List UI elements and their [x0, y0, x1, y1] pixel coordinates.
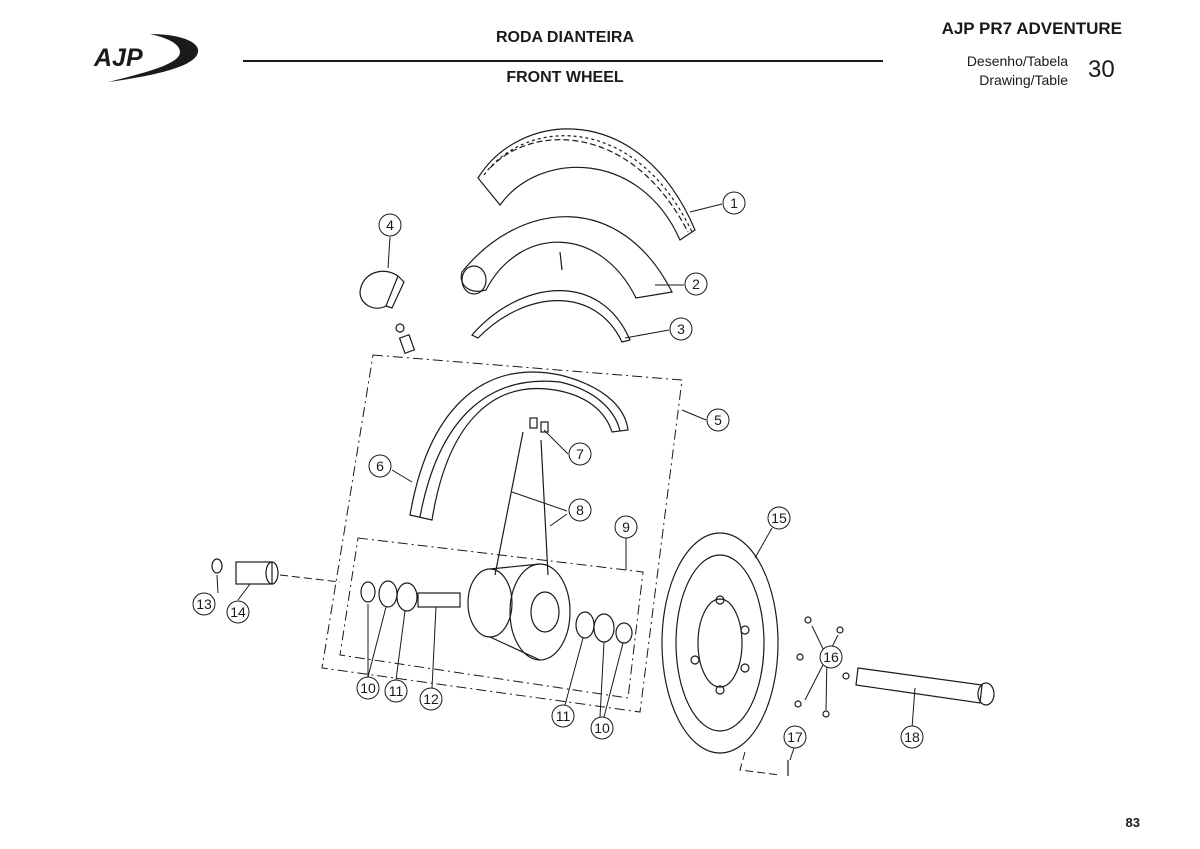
svg-text:8: 8 — [576, 502, 584, 518]
model-name: AJP PR7 ADVENTURE — [941, 19, 1122, 38]
inner-tube-part — [460, 216, 673, 299]
title-divider — [243, 60, 883, 62]
callout-12: 12 — [419, 687, 443, 711]
ajp-logo: AJP — [93, 34, 199, 82]
callout-4: 4 — [378, 213, 402, 237]
page-title-pt: RODA DIANTEIRA — [495, 29, 635, 46]
svg-text:4: 4 — [386, 217, 394, 233]
rim-band-part — [471, 290, 631, 343]
hub-part — [467, 563, 571, 661]
svg-text:18: 18 — [904, 729, 920, 745]
svg-text:9: 9 — [622, 519, 630, 535]
svg-text:10: 10 — [594, 720, 610, 736]
svg-text:10: 10 — [360, 680, 376, 696]
callout-1: 1 — [722, 191, 746, 215]
svg-text:14: 14 — [230, 604, 246, 620]
brake-disc-part — [661, 532, 779, 754]
front-axle-part — [855, 667, 995, 706]
callout-16: 16 — [819, 645, 843, 669]
callout-7: 7 — [568, 442, 592, 466]
svg-text:16: 16 — [823, 649, 839, 665]
hub-assembly-frame — [339, 537, 644, 699]
page-title-en: FRONT WHEEL — [506, 69, 624, 86]
svg-text:1: 1 — [730, 195, 738, 211]
callout-5: 5 — [706, 408, 730, 432]
svg-text:2: 2 — [692, 276, 700, 292]
callout-10-right: 10 — [590, 716, 614, 740]
rim-part — [409, 371, 629, 521]
callout-11-right: 11 — [551, 704, 575, 728]
wheel-assembly-frame — [321, 354, 683, 713]
drawing-label-en: Drawing/Table — [979, 72, 1068, 88]
svg-text:11: 11 — [556, 708, 571, 724]
axle-spacer-parts — [211, 558, 341, 585]
callout-17: 17 — [783, 725, 807, 749]
callout-6: 6 — [368, 454, 392, 478]
callout-13: 13 — [192, 592, 216, 616]
callout-14: 14 — [226, 600, 250, 624]
logo-text: AJP — [93, 44, 143, 72]
svg-text:17: 17 — [787, 729, 803, 745]
callout-9: 9 — [614, 515, 638, 539]
svg-text:12: 12 — [423, 691, 439, 707]
valve-cap-part — [359, 270, 416, 354]
spoke-part — [494, 431, 549, 576]
leader-lines — [216, 203, 916, 761]
svg-text:11: 11 — [389, 683, 404, 699]
svg-text:5: 5 — [714, 412, 722, 428]
disc-bolt-parts — [794, 616, 850, 718]
callout-10-left: 10 — [356, 676, 380, 700]
svg-text:3: 3 — [677, 321, 685, 337]
drawing-number: 30 — [1088, 56, 1115, 83]
callout-15: 15 — [767, 506, 791, 530]
drawing-label: Desenho/Tabela Drawing/Table — [940, 52, 1068, 90]
svg-text:13: 13 — [196, 596, 212, 612]
spoke-nipple-part — [529, 417, 549, 433]
drawing-label-pt: Desenho/Tabela — [966, 53, 1068, 69]
callout-18: 18 — [900, 725, 924, 749]
svg-text:15: 15 — [771, 510, 787, 526]
svg-text:6: 6 — [376, 458, 384, 474]
page-number: 83 — [1125, 815, 1140, 830]
svg-text:7: 7 — [576, 446, 584, 462]
callout-2: 2 — [684, 272, 708, 296]
callout-3: 3 — [669, 317, 693, 341]
callout-11-left: 11 — [384, 679, 408, 703]
callout-8: 8 — [568, 498, 592, 522]
tire-part — [477, 128, 696, 241]
